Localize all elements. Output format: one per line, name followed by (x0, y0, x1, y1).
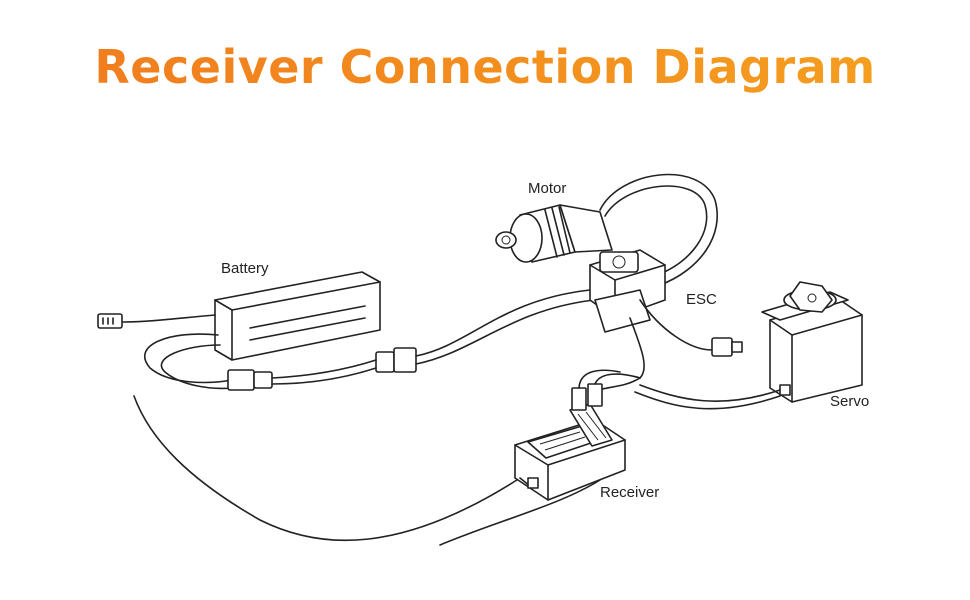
label-motor: Motor (528, 180, 566, 197)
label-receiver: Receiver (600, 484, 659, 501)
receiver (514, 369, 641, 501)
esc (589, 249, 743, 396)
label-servo: Servo (830, 393, 869, 410)
battery-connector (227, 289, 595, 391)
motor (495, 173, 718, 286)
label-battery: Battery (221, 260, 269, 277)
page-title: Receiver Connection Diagram (0, 40, 970, 94)
receiver-antenna (133, 395, 601, 546)
battery (97, 271, 381, 390)
servo (634, 281, 863, 410)
label-esc: ESC (686, 291, 717, 308)
